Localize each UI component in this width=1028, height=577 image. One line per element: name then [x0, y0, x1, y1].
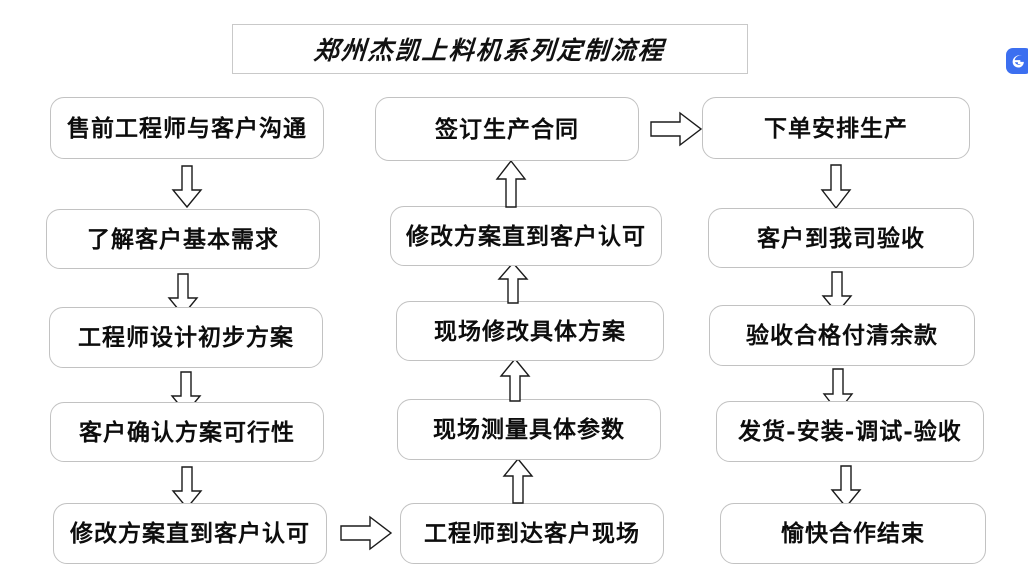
node-c2-3[interactable]: 现场修改具体方案	[396, 301, 664, 361]
node-c3-3[interactable]: 验收合格付清余款	[709, 305, 975, 366]
arrow-down-c3-4	[830, 465, 862, 509]
node-c1-4[interactable]: 客户确认方案可行性	[50, 402, 324, 462]
node-c2-4[interactable]: 现场测量具体参数	[397, 399, 661, 460]
node-c3-5[interactable]: 愉快合作结束	[720, 503, 986, 564]
node-label: 修改方案直到客户认可	[406, 222, 646, 250]
node-label: 工程师设计初步方案	[78, 324, 294, 351]
node-label: 售前工程师与客户沟通	[67, 114, 307, 142]
node-c3-4[interactable]: 发货-安装-调试-验收	[716, 401, 984, 462]
sogou-logo-icon[interactable]	[1006, 48, 1028, 74]
node-label: 现场测量具体参数	[433, 416, 625, 443]
node-c2-5[interactable]: 工程师到达客户现场	[400, 503, 664, 564]
node-label: 现场修改具体方案	[434, 317, 626, 345]
arrow-up-c2-2	[497, 261, 529, 304]
arrow-down-c1-1	[171, 165, 203, 209]
node-label: 发货-安装-调试-验收	[738, 418, 962, 445]
arrow-up-c2-3	[499, 357, 531, 402]
node-label: 客户到我司验收	[757, 224, 925, 252]
arrow-down-c3-2	[821, 271, 853, 315]
node-label: 签订生产合同	[435, 115, 579, 143]
node-c1-2[interactable]: 了解客户基本需求	[46, 209, 320, 269]
connector-col2-to-col3	[650, 111, 703, 147]
arrow-up-c2-4	[502, 457, 534, 504]
connector-col1-to-col2	[340, 515, 393, 551]
chart-title-box: 郑州杰凯上料机系列定制流程	[232, 24, 748, 74]
node-label: 了解客户基本需求	[87, 225, 279, 253]
arrow-down-c3-1	[820, 164, 852, 210]
node-label: 修改方案直到客户认可	[70, 520, 310, 547]
arrow-down-c1-2	[167, 273, 199, 317]
node-label: 工程师到达客户现场	[424, 520, 640, 547]
page-title: 郑州杰凯上料机系列定制流程	[313, 36, 667, 65]
node-c3-2[interactable]: 客户到我司验收	[708, 208, 974, 268]
node-label: 下单安排生产	[764, 114, 908, 142]
node-c1-3[interactable]: 工程师设计初步方案	[49, 307, 323, 368]
node-c1-5[interactable]: 修改方案直到客户认可	[53, 503, 327, 564]
node-c2-2[interactable]: 修改方案直到客户认可	[390, 206, 662, 266]
node-label: 客户确认方案可行性	[79, 418, 295, 446]
node-c2-1[interactable]: 签订生产合同	[375, 97, 639, 161]
arrow-down-c1-4	[171, 466, 203, 510]
node-label: 愉快合作结束	[781, 520, 925, 547]
node-c3-1[interactable]: 下单安排生产	[702, 97, 970, 159]
arrow-up-c2-1	[495, 159, 527, 208]
node-label: 验收合格付清余款	[746, 322, 938, 349]
node-c1-1[interactable]: 售前工程师与客户沟通	[50, 97, 324, 159]
